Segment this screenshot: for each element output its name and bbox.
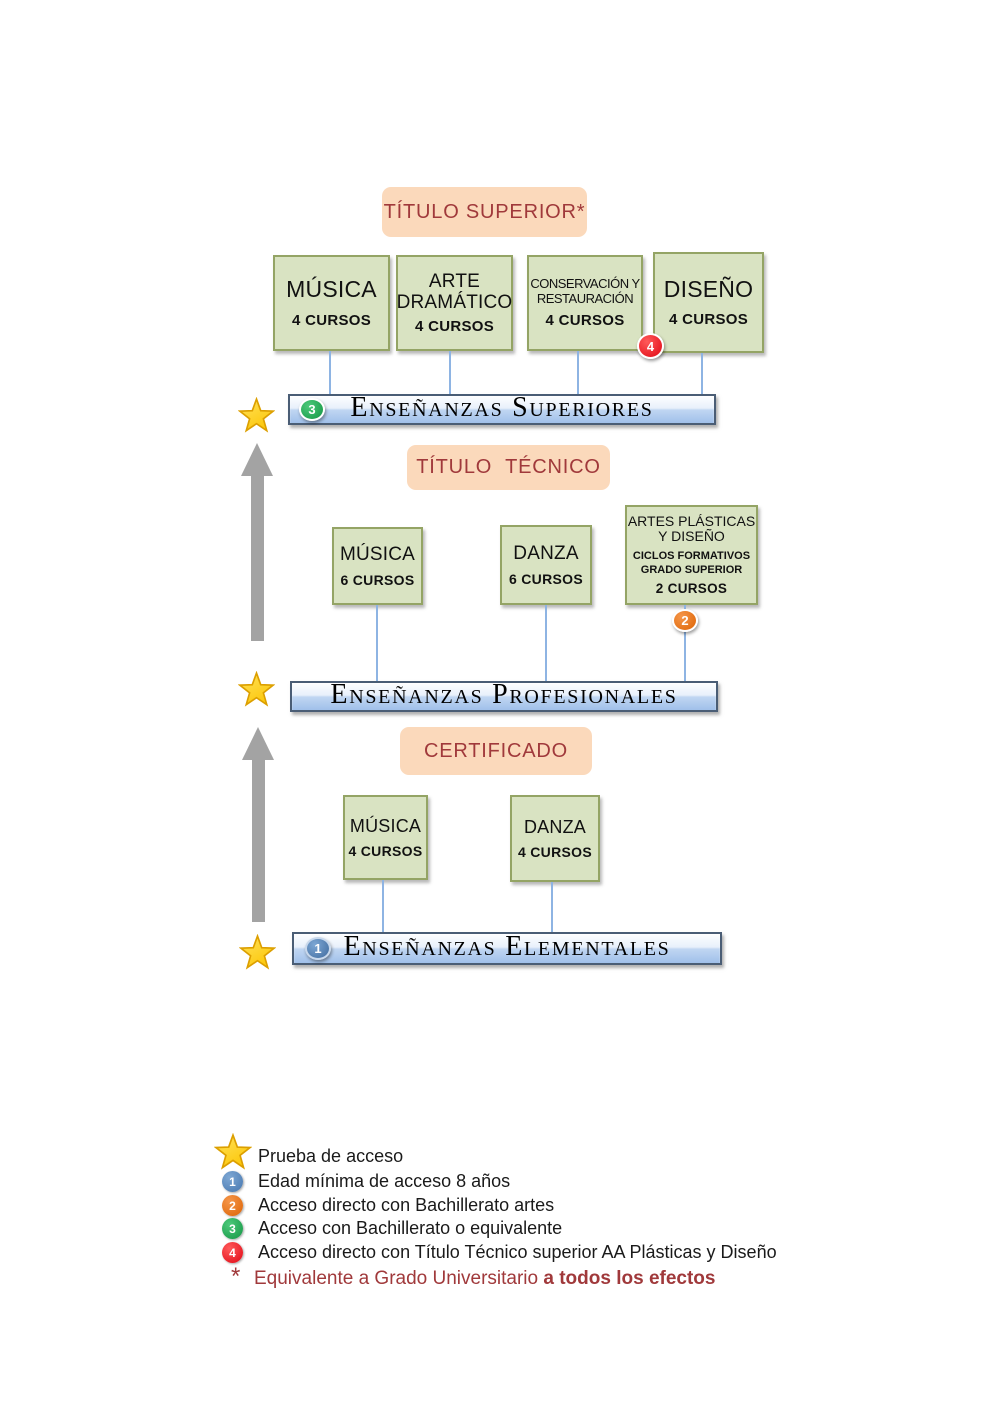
- up-arrow-shaft: [252, 758, 265, 922]
- box-title: CONSERVACIÓN Y RESTAURACIÓN: [530, 275, 640, 306]
- box-title: ARTES PLÁSTICAS Y DISEÑO: [627, 512, 756, 545]
- up-arrow-head: [241, 443, 273, 476]
- legend-badge-2: 2: [222, 1195, 243, 1216]
- bar-ensenanzas-superiores: Enseñanzas Superiores: [288, 394, 716, 425]
- star-icon: [238, 397, 275, 433]
- certificado-label: CERTIFICADO: [424, 739, 568, 762]
- box-courses: 4 CURSOS: [518, 844, 592, 861]
- bar-label: Enseñanzas Superiores: [350, 392, 654, 423]
- legend-item-label: Acceso directo con Título Técnico superi…: [258, 1242, 777, 1262]
- box-courses: 4 CURSOS: [414, 318, 495, 336]
- box-title: MÚSICA: [286, 276, 377, 303]
- connector: [382, 880, 384, 932]
- connector: [684, 605, 686, 681]
- legend-item-label: Edad mínima de acceso 8 años: [258, 1171, 511, 1191]
- badge-3: 3: [299, 398, 325, 421]
- superior-box-arte-dramatico: ARTE DRAMÁTICO 4 CURSOS: [396, 255, 513, 351]
- profesional-box-musica: MÚSICA 6 CURSOS: [332, 527, 423, 605]
- badge-4: 4: [637, 333, 664, 359]
- box-courses: 2 CURSOS: [655, 581, 728, 597]
- box-title: ARTE DRAMÁTICO: [396, 270, 513, 313]
- titulo-tecnico-box: TÍTULO TÉCNICO: [407, 445, 610, 490]
- connector: [329, 351, 331, 394]
- profesional-box-artes-plasticas: ARTES PLÁSTICAS Y DISEÑO CICLOS FORMATIV…: [625, 505, 758, 605]
- superior-box-conservacion: CONSERVACIÓN Y RESTAURACIÓN 4 CURSOS: [527, 255, 643, 351]
- star-icon: [239, 934, 276, 970]
- profesional-box-danza: DANZA 6 CURSOS: [500, 525, 592, 605]
- connector: [701, 353, 703, 394]
- up-arrow-head: [242, 727, 274, 760]
- up-arrow-shaft: [251, 474, 264, 641]
- connector: [545, 605, 547, 681]
- connector: [449, 351, 451, 394]
- legend-badge-1: 1: [222, 1171, 243, 1192]
- box-courses: 6 CURSOS: [340, 571, 415, 588]
- box-courses: 4 CURSOS: [291, 311, 372, 329]
- box-title: DANZA: [513, 543, 579, 565]
- box-title: MÚSICA: [339, 544, 416, 566]
- titulo-tecnico-label: TÍTULO TÉCNICO: [416, 456, 601, 478]
- box-courses: 4 CURSOS: [668, 311, 749, 329]
- box-courses: 6 CURSOS: [509, 570, 583, 587]
- box-subtitle: CICLOS FORMATIVOS GRADO SUPERIOR: [632, 549, 751, 576]
- superior-box-musica: MÚSICA 4 CURSOS: [273, 255, 390, 351]
- titulo-superior-box: TÍTULO SUPERIOR*: [382, 187, 587, 237]
- bar-label: Enseñanzas Elementales: [343, 931, 671, 962]
- legend-badge-3: 3: [222, 1218, 243, 1239]
- connector: [551, 882, 553, 932]
- legend-badge-4: 4: [222, 1242, 243, 1263]
- badge-2: 2: [672, 609, 698, 632]
- bar-label: Enseñanzas Profesionales: [330, 679, 678, 710]
- titulo-superior-label: TÍTULO SUPERIOR*: [383, 200, 586, 223]
- badge-1: 1: [305, 937, 331, 960]
- box-title: DISEÑO: [663, 275, 754, 302]
- star-icon: [214, 1133, 252, 1170]
- elemental-box-musica: MÚSICA 4 CURSOS: [343, 795, 428, 880]
- legend-item-label: Prueba de acceso: [258, 1146, 404, 1166]
- superior-box-diseno: DISEÑO 4 CURSOS: [653, 252, 764, 353]
- bar-ensenanzas-elementales: Enseñanzas Elementales: [292, 932, 722, 965]
- box-title: MÚSICA: [349, 815, 422, 836]
- star-icon: [238, 671, 275, 707]
- footnote-text: Equivalente a Grado Universitario a todo…: [254, 1268, 716, 1289]
- elemental-box-danza: DANZA 4 CURSOS: [510, 795, 600, 882]
- bar-ensenanzas-profesionales: Enseñanzas Profesionales: [290, 681, 718, 712]
- box-courses: 4 CURSOS: [545, 312, 625, 330]
- footnote-asterisk: *: [231, 1263, 241, 1290]
- legend-item-label: Acceso directo con Bachillerato artes: [258, 1195, 555, 1215]
- certificado-box: CERTIFICADO: [400, 727, 592, 775]
- box-courses: 4 CURSOS: [348, 843, 423, 860]
- box-title: DANZA: [523, 816, 586, 837]
- legend-item-label: Acceso con Bachillerato o equivalente: [258, 1218, 563, 1238]
- connector: [376, 605, 378, 681]
- connector: [577, 351, 579, 394]
